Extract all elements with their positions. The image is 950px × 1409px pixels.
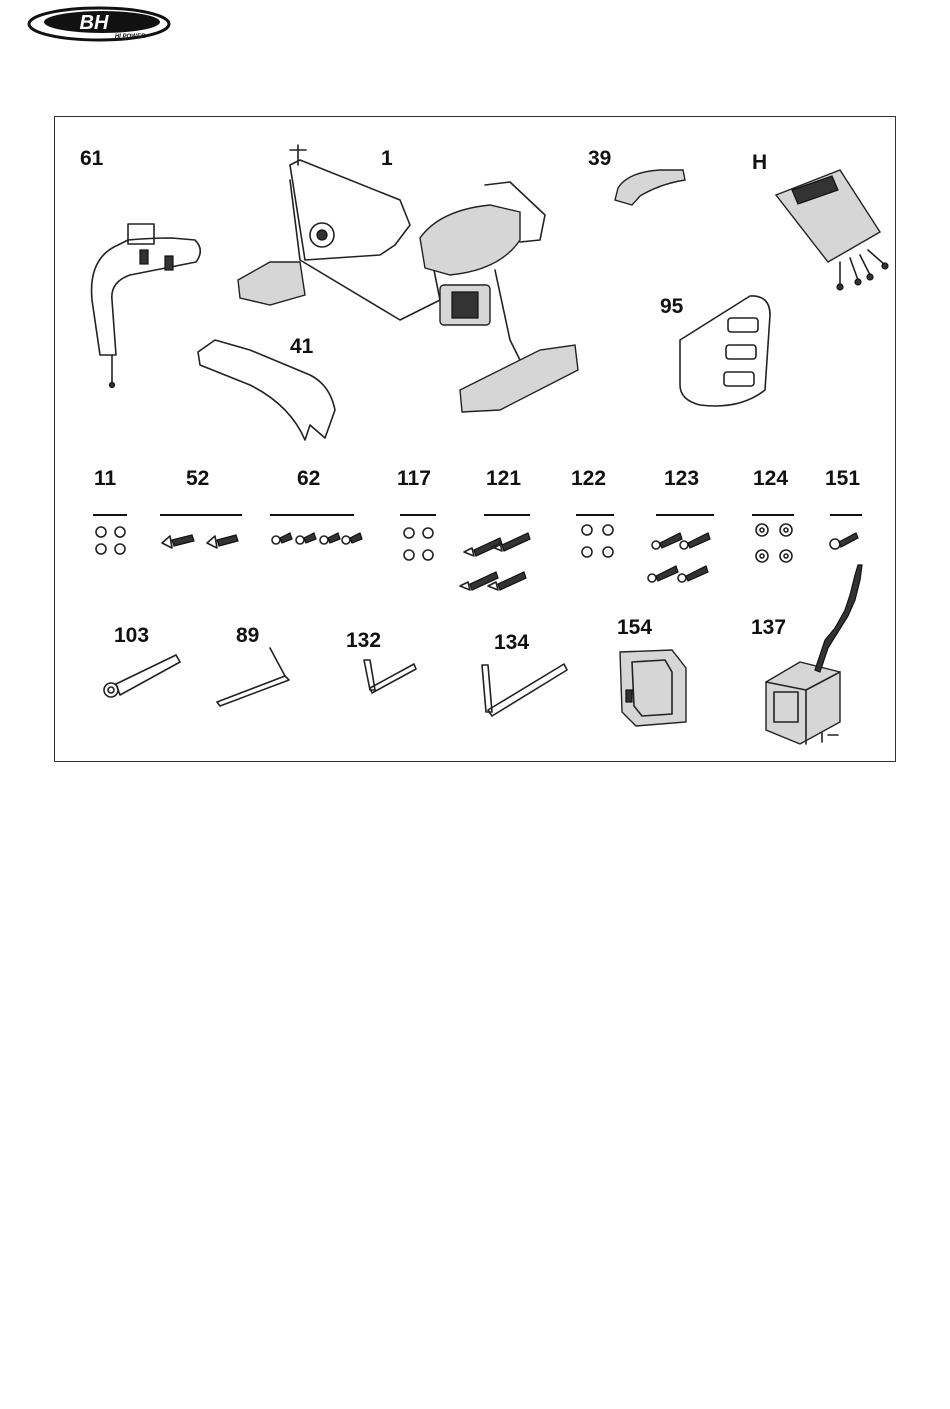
hardware-117-drawing [404,528,433,560]
part-h-console [776,170,888,290]
hardware-151-drawing [830,533,858,549]
tool-154-holder [620,650,686,726]
hardware-123-drawing [648,533,710,582]
tool-103-spanner [104,655,180,697]
label-part-41: 41 [290,336,313,357]
label-hw-122: 122 [571,468,606,489]
tool-89-hex-key [217,648,289,706]
rule-hw-122 [576,514,614,516]
hardware-62-drawing [272,533,362,544]
rule-hw-52 [160,514,242,516]
label-part-h: H [752,152,767,173]
label-tool-132: 132 [346,630,381,651]
label-part-1: 1 [381,148,393,169]
label-tool-137: 137 [751,617,786,638]
label-hw-117: 117 [397,468,431,489]
tool-137-adapter [766,565,862,744]
hardware-121-drawing [460,533,530,590]
label-part-61: 61 [80,148,103,169]
rule-hw-117 [400,514,436,516]
label-hw-124: 124 [753,468,788,489]
rule-hw-62 [270,514,354,516]
label-hw-151: 151 [825,468,860,489]
label-hw-62: 62 [297,468,320,489]
part-95-cover [680,296,770,406]
label-part-95: 95 [660,296,683,317]
label-hw-123: 123 [664,468,699,489]
part-39-pad [615,170,685,205]
hardware-124-drawing [756,524,792,562]
tool-134-hex-key [482,664,567,716]
label-tool-154: 154 [617,617,652,638]
part-1-main-frame [238,145,578,412]
label-tool-103: 103 [114,625,149,646]
label-hw-121: 121 [486,468,521,489]
rule-hw-11 [93,514,127,516]
label-part-39: 39 [588,148,611,169]
rule-hw-124 [752,514,794,516]
parts-illustrations [0,0,950,800]
hardware-11-drawing [96,527,125,554]
rule-hw-151 [830,514,862,516]
label-tool-134: 134 [494,632,529,653]
part-41-cover [198,340,335,440]
label-hw-52: 52 [186,468,209,489]
part-61-handlebar [92,224,201,388]
label-tool-89: 89 [236,625,259,646]
rule-hw-121 [484,514,530,516]
hardware-52-drawing [162,535,238,548]
rule-hw-123 [656,514,714,516]
label-hw-11: 11 [94,468,116,489]
hardware-122-drawing [582,525,613,557]
tool-132-hex-key [364,660,416,693]
